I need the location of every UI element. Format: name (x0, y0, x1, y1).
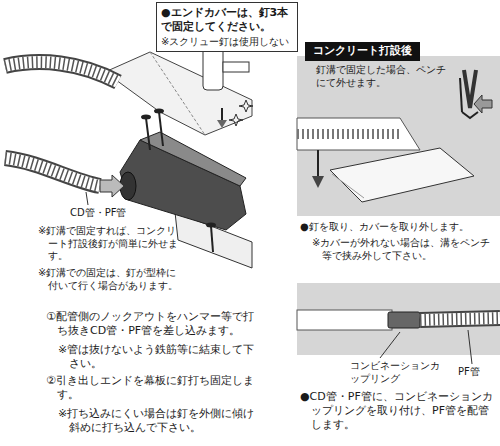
part-label: コンビネーションカップリング (350, 360, 440, 385)
upper-conduit (5, 62, 118, 82)
note-text: ※カバーが外れない場合は、溝をペンチ等で挟み外して下さい。 (312, 237, 496, 262)
note-text: ●CD管・PF管に、コンビネーションカップリングを取り付け、PF管を配管します。 (300, 390, 496, 431)
note-text: ②引き出しエンドを幕板に釘打ち固定します。 (46, 374, 256, 402)
leader-line (380, 332, 400, 358)
note-text: 釘溝で固定した場合、ペンチにて外せます。 (316, 64, 446, 89)
note-text: ※管は抜けないよう鉄筋等に結束して下さい。 (58, 343, 256, 371)
part-label: PF管 (458, 366, 496, 379)
node-note: ※スクリュー釘は使用しない (161, 35, 293, 48)
part-label: CD管・PF管 (70, 207, 155, 220)
lower-conduit (5, 158, 100, 186)
form-plate (105, 52, 252, 135)
hammer (203, 46, 253, 126)
node-heading: ●エンドカバーは、釘3本で固定してください。 (161, 6, 293, 35)
leader-line (468, 330, 472, 364)
note-text: ●釘を取り、カバーを取り外します。 (300, 221, 496, 234)
note-text: ※釘溝での固定は、釘が型枠に付いて行く場合があります。 (38, 267, 180, 292)
note-text: ①配管側のノックアウトをハンマー等で打ち抜きCD管・PF管を差し込みます。 (46, 310, 256, 338)
note-box: ●エンドカバーは、釘3本で固定してください。※スクリュー釘は使用しない (156, 2, 298, 52)
note-text: ※釘溝で固定すれば、コンクリート打設後釘が簡単に外せます。 (38, 225, 180, 263)
concrete-panel (297, 56, 500, 216)
node-heading: コンクリート打設後 (313, 44, 412, 58)
header-bar: コンクリート打設後 (305, 42, 420, 61)
note-text: ※打ち込みにくい場合は釘を外側に傾け斜めに打ち込んで下さい。 (58, 407, 256, 435)
leader-line (86, 192, 88, 205)
